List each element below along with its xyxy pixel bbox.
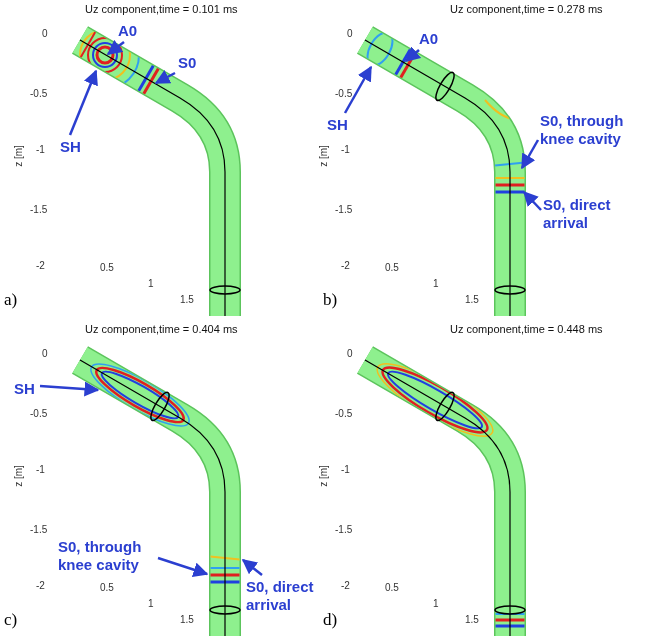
pipe-ring <box>148 390 173 423</box>
wave-mode-callout: SH <box>14 380 35 398</box>
axis-tick: -2 <box>36 260 45 272</box>
pipe-ring <box>210 606 240 614</box>
axis-tick: 0 <box>347 348 353 360</box>
axis-tick: -1.5 <box>30 204 47 216</box>
wave-mode-callout: S0, through knee cavity <box>58 538 156 574</box>
axis-tick: -0.5 <box>335 88 352 100</box>
callout-arrows <box>70 42 175 135</box>
panel-title: Uz component,time = 0.448 ms <box>450 322 603 336</box>
axis-tick: -1 <box>341 464 350 476</box>
axis-tick: 1 <box>433 278 439 290</box>
pipe <box>365 360 510 636</box>
axis-tick: 1.5 <box>180 294 194 306</box>
panel-letter: b) <box>323 290 337 310</box>
axis-tick: -2 <box>36 580 45 592</box>
axis-tick: 0.5 <box>385 262 399 274</box>
pipe <box>80 40 225 316</box>
axis-tick: 1 <box>433 598 439 610</box>
axis-tick: -1.5 <box>335 204 352 216</box>
panel-a <box>70 21 240 316</box>
panel-title: Uz component,time = 0.101 ms <box>85 2 238 16</box>
wave-mode-callout: S0 <box>178 54 196 72</box>
axis-tick: -2 <box>341 580 350 592</box>
axis-tick: 0.5 <box>100 582 114 594</box>
panel-title: Uz component,time = 0.278 ms <box>450 2 603 16</box>
axis-label: z [m] <box>318 465 330 487</box>
axis-tick: -0.5 <box>335 408 352 420</box>
axis-tick: -0.5 <box>30 408 47 420</box>
wave-mode-callout: A0 <box>118 22 137 40</box>
axis-tick: -1 <box>341 144 350 156</box>
axis-label: z [m] <box>13 465 25 487</box>
axis-tick: -1.5 <box>30 524 47 536</box>
panel-letter: a) <box>4 290 17 310</box>
axis-tick: 0 <box>347 28 353 40</box>
axis-tick: 1.5 <box>180 614 194 626</box>
axis-tick: -1 <box>36 144 45 156</box>
axis-tick: 1 <box>148 598 154 610</box>
pipe <box>365 40 510 316</box>
wave-field <box>369 352 530 626</box>
pipe <box>80 360 225 636</box>
panel-title: Uz component,time = 0.404 ms <box>85 322 238 336</box>
pipe-ring <box>495 286 525 294</box>
axis-tick: 1 <box>148 278 154 290</box>
axis-tick: -0.5 <box>30 88 47 100</box>
pipe-ring <box>210 286 240 294</box>
pipe-centerline <box>365 40 510 316</box>
panel-d <box>365 352 530 636</box>
pipe-ring <box>433 390 458 423</box>
wave-mode-callout: S0, direct arrival <box>543 196 641 232</box>
wave-mode-callout: SH <box>327 116 348 134</box>
wave-mode-callout: SH <box>60 138 81 156</box>
wave-field <box>71 21 161 99</box>
panel-c <box>40 354 262 636</box>
axis-tick: 0 <box>42 348 48 360</box>
pipe-centerline <box>365 360 510 636</box>
pipe-centerline <box>80 360 225 636</box>
axis-tick: -1.5 <box>335 524 352 536</box>
panel-letter: c) <box>4 610 17 630</box>
axis-tick: 0.5 <box>100 262 114 274</box>
callout-arrows <box>345 50 541 210</box>
axis-tick: -1 <box>36 464 45 476</box>
pipe-ring <box>495 606 525 614</box>
axis-tick: 0 <box>42 28 48 40</box>
axis-tick: -2 <box>341 260 350 272</box>
axis-label: z [m] <box>13 145 25 167</box>
panel-b <box>345 28 541 316</box>
pipe-centerline <box>80 40 225 316</box>
panel-letter: d) <box>323 610 337 630</box>
callout-arrows <box>40 386 262 575</box>
axis-tick: 0.5 <box>385 582 399 594</box>
axis-tick: 1.5 <box>465 614 479 626</box>
pipe-ring <box>433 70 458 103</box>
wave-mode-callout: S0, direct arrival <box>246 578 328 614</box>
axis-tick: 1.5 <box>465 294 479 306</box>
wave-mode-callout: S0, through knee cavity <box>540 112 638 148</box>
wave-mode-callout: A0 <box>419 30 438 48</box>
axis-label: z [m] <box>318 145 330 167</box>
